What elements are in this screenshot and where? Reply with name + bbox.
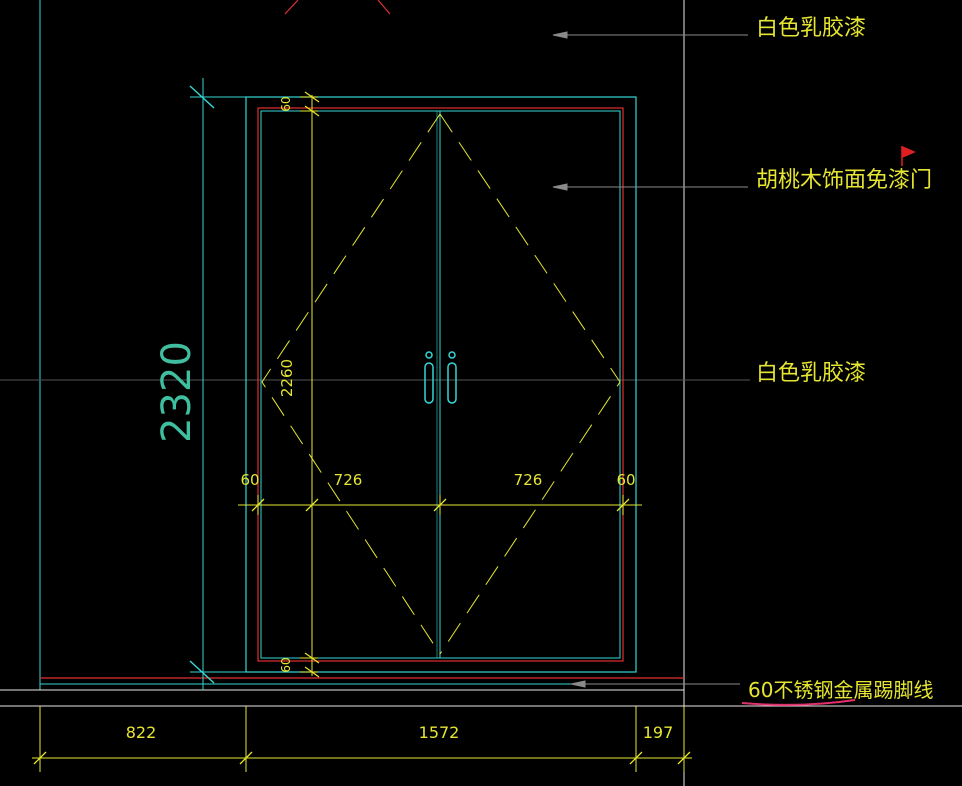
leader-lines — [552, 31, 748, 688]
red-flag-icon — [901, 146, 916, 166]
height-dimension — [189, 78, 246, 690]
dim-top-frame: 60 — [279, 96, 293, 111]
dim-bottom-middle: 1572 — [419, 723, 460, 742]
label-middle-paint: 白色乳胶漆 — [756, 361, 866, 386]
label-door-finish: 胡桃木饰面免漆门 — [756, 168, 932, 193]
dim-bottom-frame: 60 — [279, 657, 293, 672]
door-handle-icon — [424, 351, 457, 404]
dim-inner-height: 2260 — [278, 359, 296, 397]
markup-underline — [741, 699, 856, 706]
dim-left-frame: 60 — [240, 471, 259, 489]
dim-bottom-left: 822 — [126, 723, 157, 742]
bottom-dimension — [32, 706, 692, 772]
door-frame — [245, 95, 637, 676]
label-skirting: 60不锈钢金属踢脚线 — [748, 678, 933, 702]
dim-total-height: 2320 — [154, 341, 200, 443]
dim-right-frame: 60 — [616, 471, 635, 489]
door-swing-lines — [261, 113, 621, 655]
dim-bottom-right: 197 — [643, 723, 674, 742]
label-top-paint: 白色乳胶漆 — [756, 16, 866, 41]
width-dimension — [238, 495, 642, 515]
dim-right-leaf: 726 — [514, 471, 543, 489]
dim-left-leaf: 726 — [334, 471, 363, 489]
inner-height-dimension — [300, 91, 320, 678]
